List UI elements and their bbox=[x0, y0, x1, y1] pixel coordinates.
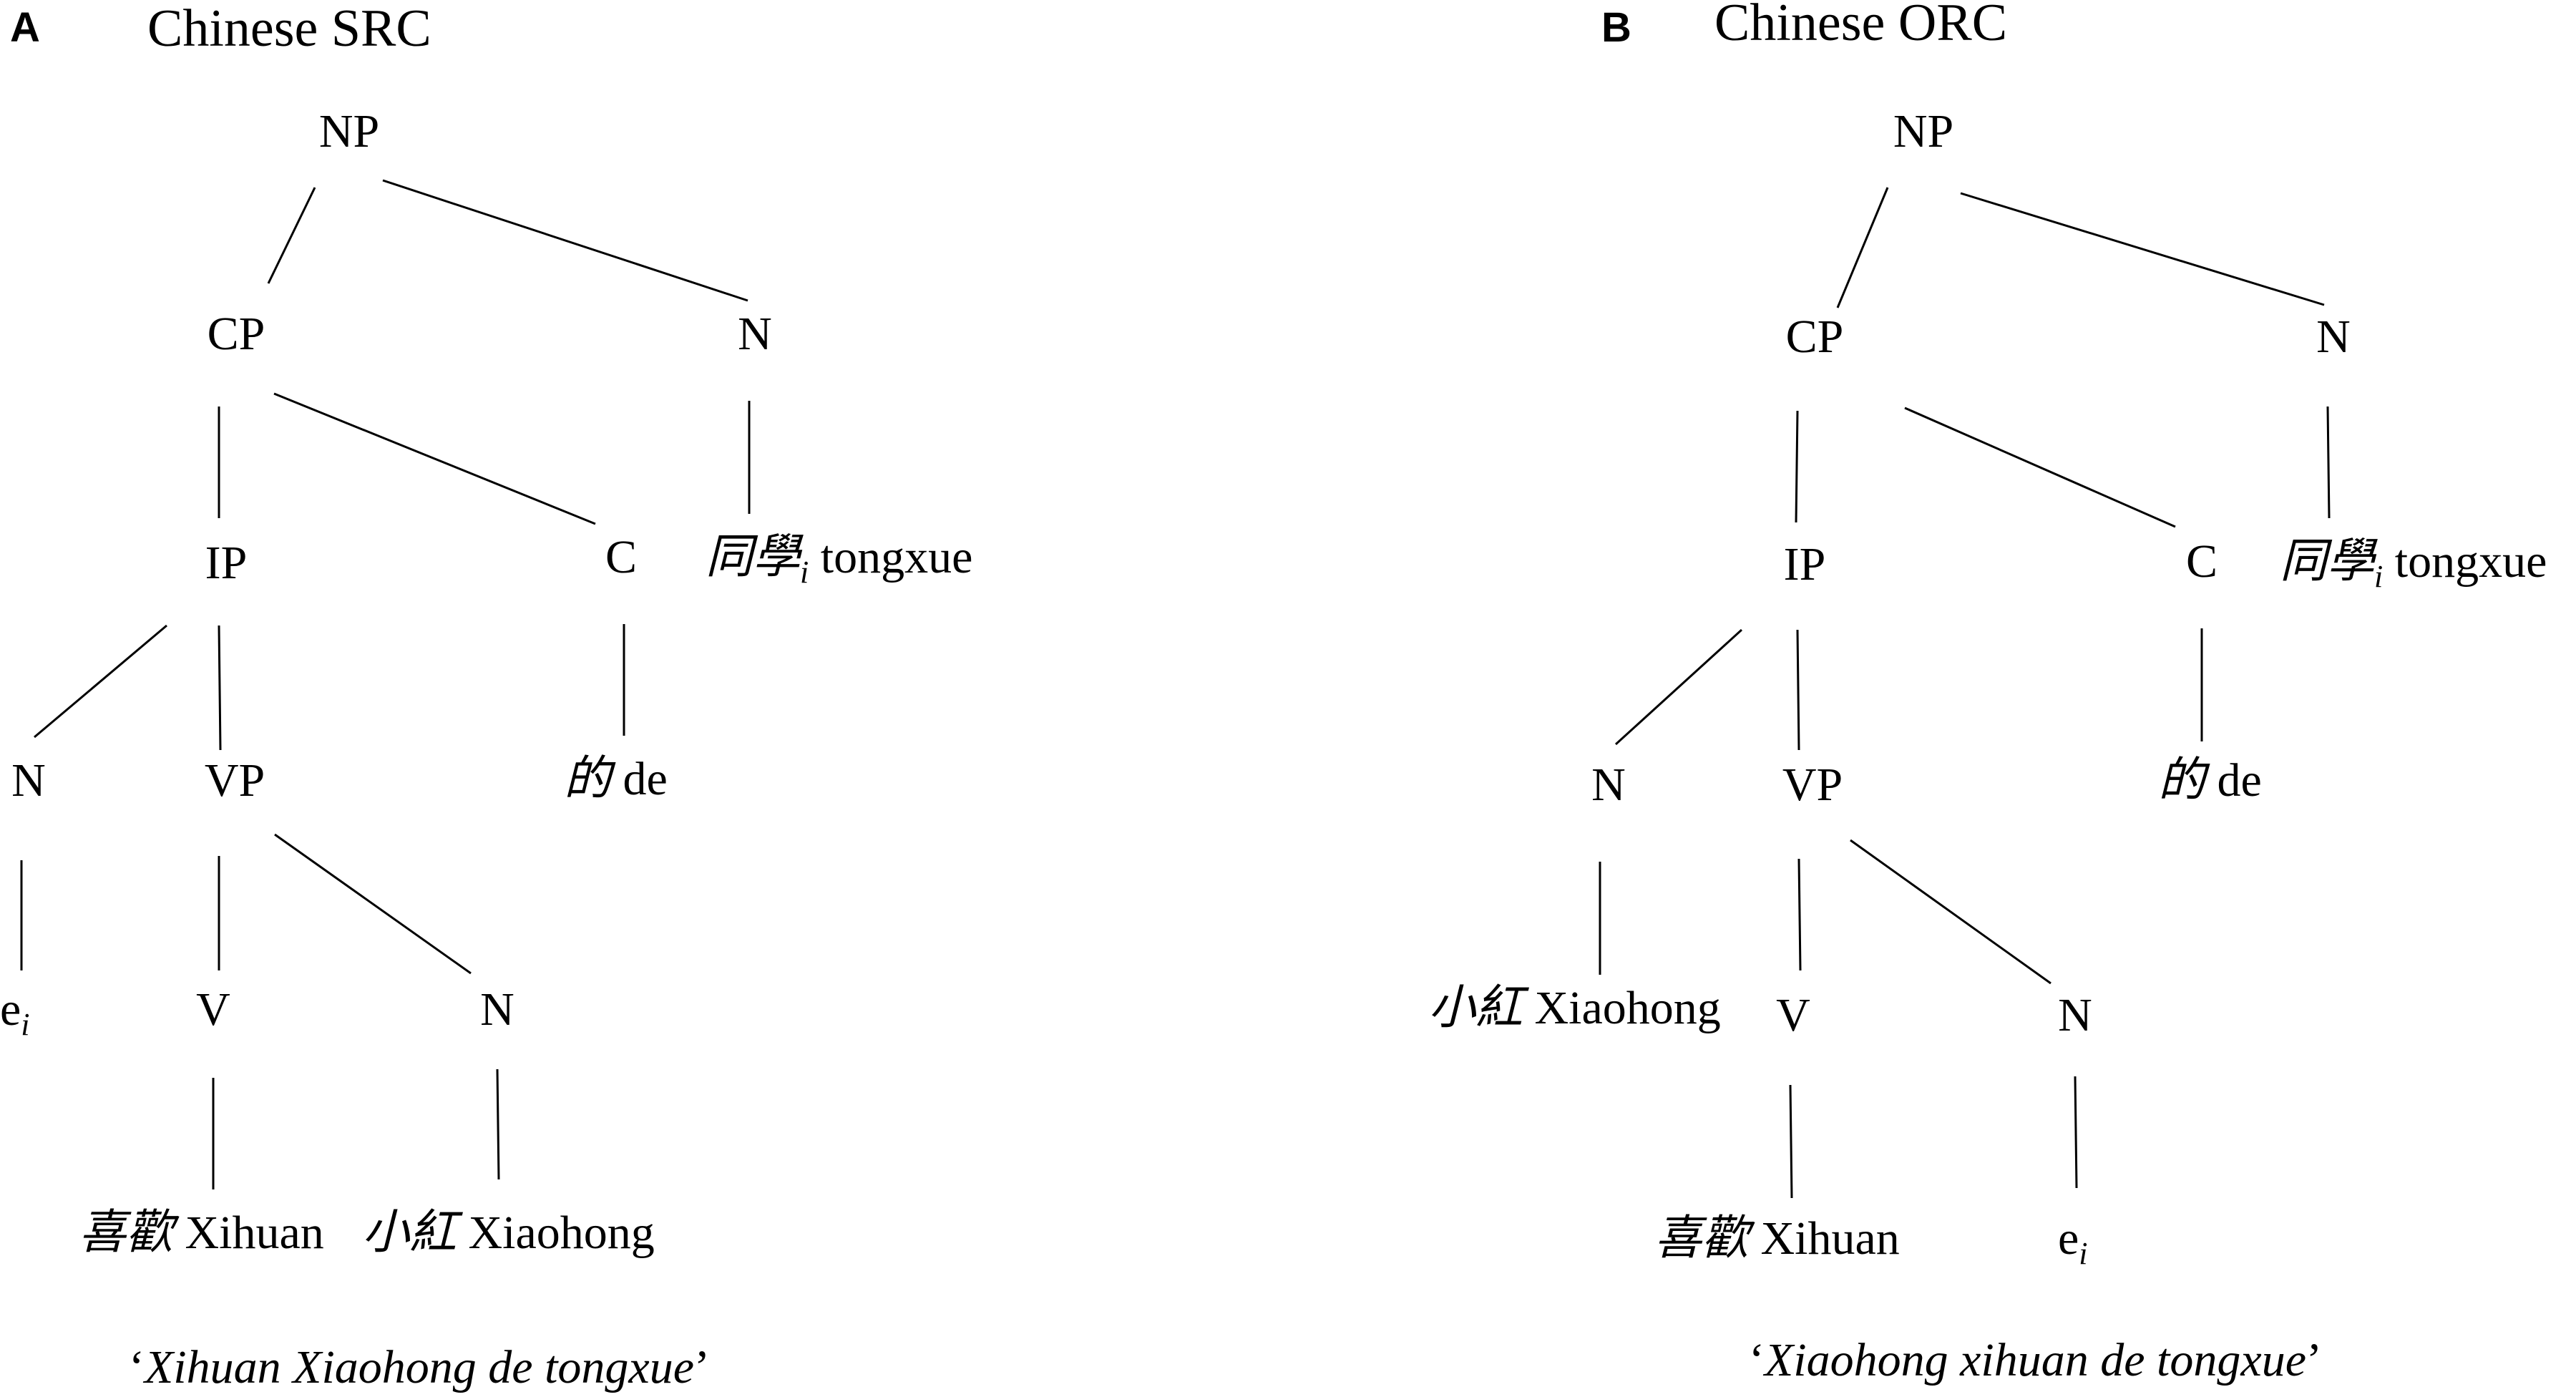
tree-node-xiaohong: 小紅 Xiaohong bbox=[362, 1207, 655, 1259]
tree-node-xihuan: 喜歡 Xihuan bbox=[79, 1207, 324, 1259]
tree-node-tongxue: 同學i tongxue bbox=[706, 531, 972, 590]
tree-edge-ip-n2 bbox=[34, 624, 167, 739]
tree-node-de: 的 de bbox=[2158, 754, 2262, 807]
tree-node-ip: IP bbox=[205, 537, 248, 589]
tree-edges-b bbox=[1599, 187, 2331, 1199]
tree-edge-n3-ei bbox=[2074, 1076, 2078, 1189]
tree-edge-v-xihuan bbox=[1789, 1084, 1793, 1199]
tree-node-ei: ei bbox=[0, 983, 30, 1042]
tree-title-a: Chinese SRC bbox=[147, 0, 431, 58]
translation-gloss-b: ‘Xiaohong xihuan de tongxue’ bbox=[1749, 1334, 2322, 1386]
tree-node-cp: CP bbox=[1786, 311, 1844, 363]
tree-edge-vp-n3 bbox=[1850, 839, 2051, 985]
tree-edge-cp-c bbox=[273, 392, 596, 525]
tree-node-n2: N bbox=[1591, 759, 1626, 811]
translation-gloss-a: ‘Xihuan Xiaohong de tongxue’ bbox=[129, 1341, 710, 1393]
tree-edge-ip-vp bbox=[1796, 629, 1800, 751]
tree-edge-ip-n2 bbox=[1614, 628, 1743, 746]
tree-node-c: C bbox=[605, 531, 637, 583]
tree-node-tongxue: 同學i tongxue bbox=[2280, 535, 2547, 594]
tree-node-xiaohong: 小紅 Xiaohong bbox=[1428, 982, 1721, 1034]
tree-node-np: NP bbox=[319, 105, 379, 157]
tree-edge-n1-tongxue bbox=[2326, 406, 2331, 519]
tree-node-c: C bbox=[2186, 535, 2218, 588]
tree-edge-vp-n3 bbox=[274, 833, 472, 975]
tree-edge-cp-ip bbox=[1795, 410, 1799, 523]
tree-node-v: V bbox=[1776, 989, 1810, 1041]
tree-edge-np-cp bbox=[1836, 187, 1889, 308]
tree-node-n3: N bbox=[2058, 989, 2092, 1041]
tree-node-n1: N bbox=[2316, 311, 2351, 363]
tree-edges-a bbox=[20, 179, 751, 1189]
tree-node-vp: VP bbox=[205, 754, 265, 807]
tree-edge-cp-c bbox=[1904, 407, 2176, 528]
tree-edge-np-cp bbox=[267, 187, 316, 284]
tree-node-ip: IP bbox=[1784, 538, 1826, 590]
tree-node-xihuan: 喜歡 Xihuan bbox=[1654, 1212, 1900, 1265]
tree-node-ei: ei bbox=[2058, 1212, 2088, 1271]
tree-node-cp: CP bbox=[208, 308, 265, 360]
tree-node-n1: N bbox=[738, 308, 772, 360]
tree-node-de: 的 de bbox=[564, 753, 668, 805]
tree-edge-ip-vp bbox=[218, 625, 222, 751]
panel-label-a: A bbox=[10, 4, 40, 51]
tree-node-vp: VP bbox=[1782, 759, 1843, 811]
tree-edge-vp-v bbox=[1797, 858, 1802, 971]
tree-edge-np-n1 bbox=[1960, 192, 2325, 306]
tree-edge-n3-xiaohong bbox=[496, 1069, 500, 1180]
tree-edge-np-n1 bbox=[382, 179, 748, 302]
tree-node-v: V bbox=[196, 983, 230, 1036]
tree-node-np: NP bbox=[1893, 105, 1953, 157]
panel-label-b: B bbox=[1601, 4, 1631, 51]
tree-node-n2: N bbox=[11, 754, 46, 807]
tree-node-n3: N bbox=[480, 983, 514, 1036]
tree-title-b: Chinese ORC bbox=[1714, 0, 2007, 52]
